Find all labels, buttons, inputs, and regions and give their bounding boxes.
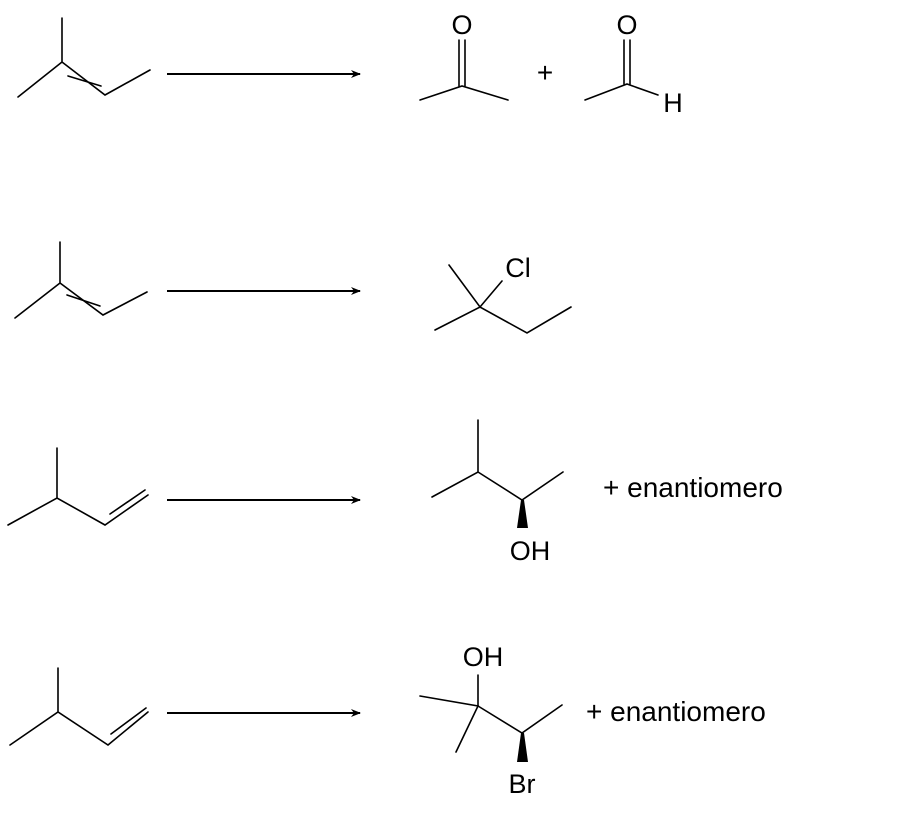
wedge-bond (517, 733, 528, 762)
atom-label-oxygen: O (451, 10, 472, 40)
product-3-methyl-2-butanol: OH (431, 419, 564, 566)
reactant-3-methyl-1-butene (7, 447, 149, 526)
enantiomer-note: + enantiomero (586, 696, 766, 727)
plus-sign: + (537, 57, 553, 88)
product-bromohydrin: OH Br (419, 642, 563, 799)
enantiomer-note: + enantiomero (603, 472, 783, 503)
product-2-chloro-2-methylbutane: Cl (434, 253, 572, 334)
reaction-1: O + O H (17, 10, 683, 118)
reactant-3-methyl-1-butene (9, 667, 149, 746)
reaction-4: OH Br + enantiomero (9, 642, 766, 799)
reactant-2-methyl-2-butene (17, 17, 151, 98)
wedge-bond (517, 500, 528, 528)
reaction-2: Cl (14, 241, 572, 334)
product-acetone: O (419, 10, 509, 101)
reactant-2-methyl-2-butene (14, 241, 148, 319)
atom-label-chlorine: Cl (505, 253, 531, 283)
reaction-3: OH + enantiomero (7, 419, 783, 566)
product-acetaldehyde: O H (584, 10, 683, 118)
atom-label-hydroxyl: OH (510, 536, 551, 566)
atom-label-bromine: Br (509, 769, 536, 799)
atom-label-oxygen: O (616, 10, 637, 40)
atom-label-hydroxyl: OH (463, 642, 504, 672)
atom-label-hydrogen: H (663, 88, 683, 118)
